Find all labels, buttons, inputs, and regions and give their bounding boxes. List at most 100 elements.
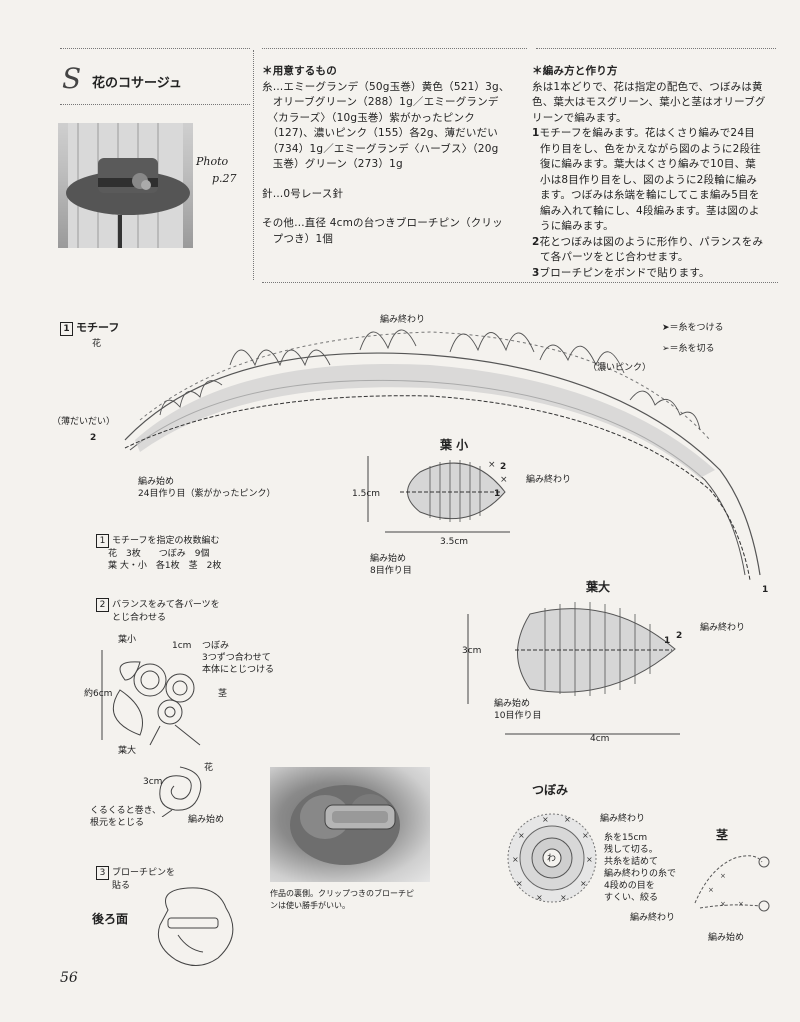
svg-text:×: × <box>518 831 525 840</box>
row-mark-2: 2 <box>90 432 96 444</box>
brooch-back-illustration <box>148 880 243 970</box>
size-3cm: 3cm <box>143 776 162 788</box>
leaf-small-start-note: 8目作り目 <box>370 565 412 577</box>
stem-end: 編み終わり <box>630 912 675 924</box>
hat-illustration <box>58 123 193 248</box>
leaf-small-mark-1: 1 <box>494 488 500 500</box>
motif-number: 1 <box>60 322 73 336</box>
svg-text:×: × <box>720 872 726 880</box>
materials-section: ＊用意するもの 糸…エミーグランデ（50g玉巻）黄色（521）3g、 オリーブグ… <box>262 64 532 247</box>
photo-caption-line: ンは使い勝手がいい。 <box>270 900 350 912</box>
svg-text:×: × <box>582 831 589 840</box>
other-line: その他…直径 4cmの台つきブローチピン（クリッ <box>262 216 532 232</box>
other-line: プつき）1個 <box>262 232 532 248</box>
svg-text:×: × <box>516 879 523 888</box>
hat-photo <box>58 123 193 248</box>
svg-text:×: × <box>586 855 593 864</box>
step-1: 1モチーフを編みます。花はくさり編みで24目 作り目をし、色をかえながら図のよう… <box>532 126 780 235</box>
step-text: 小は8目作り目をし、図のように2段輪に編み <box>532 173 780 189</box>
dark-pink-label: （濃いピンク） <box>588 362 651 374</box>
leaf-small-end: 編み終わり <box>526 474 571 486</box>
materials-line: （734）1g／エミーグランデ〈ハーブス〉（20g <box>262 142 532 158</box>
stem-title: 茎 <box>716 826 728 843</box>
step-text: 編み入れて輪にし、4段編みます。茎は図のよ <box>532 204 780 220</box>
needle-line: 針…0号レース針 <box>262 187 532 203</box>
instructions-intro: 糸は1本どりで、花は指定の配色で、つぼみは黄 <box>532 80 780 96</box>
leaf-small-title: 葉 小 <box>440 436 468 453</box>
leaf-small-callout: 葉小 <box>118 634 136 646</box>
step-text: 復に編みます。葉大はくさり編みで10目、葉 <box>532 157 780 173</box>
photo-label: Photo <box>196 155 228 168</box>
stem-start: 編み始め <box>708 932 744 944</box>
step-title: とじ合わせる <box>96 612 220 624</box>
width-label: 約6cm <box>84 688 112 700</box>
materials-line: 〈カラーズ〉（10g玉巻）紫がかったピンク <box>262 111 532 127</box>
leaf-large-title: 葉大 <box>586 578 610 595</box>
leaf-small-height: 1.5cm <box>352 488 380 500</box>
svg-text:×: × <box>536 893 543 902</box>
leaf-large-end: 編み終わり <box>700 622 745 634</box>
step-2: 2花とつぼみは図のように形作り、パランスをみ て各パーツをとじ合わせます。 <box>532 235 780 266</box>
bud-note-line: 残して切る。 <box>604 844 676 856</box>
bud-callout: つぼみ <box>202 640 229 652</box>
instructions-intro: リーンで編みます。 <box>532 111 780 127</box>
svg-text:×: × <box>488 460 496 470</box>
step-3: 3ブローチピンをボンドで貼ります。 <box>532 266 780 282</box>
motif-end-label: 編み終わり <box>380 314 425 326</box>
svg-text:×: × <box>720 900 726 908</box>
materials-line: （127)、濃いピンク（155）各2g、薄だいだい <box>262 126 532 142</box>
step-text: うに編みます。 <box>532 219 780 235</box>
leaf-large-start-note: 10目作り目 <box>494 710 541 722</box>
svg-text:×: × <box>560 893 567 902</box>
bud-note-line: 4段めの目を <box>604 880 676 892</box>
bud-note: 糸を15cm 残して切る。 共糸を詰めて 編み終わりの糸で 4段めの目を すくい… <box>604 832 676 904</box>
materials-line: オリーブグリーン（288）1g／エミーグランデ <box>262 95 532 111</box>
row-mark-1: 1 <box>762 584 768 596</box>
bud-end: 編み終わり <box>600 813 645 825</box>
step-number: 2 <box>532 236 540 248</box>
leaf-large-height: 3cm <box>462 645 481 657</box>
instructions-section: ＊編み方と作り方 糸は1本どりで、花は指定の配色で、つぼみは黄 色、葉大はモスグ… <box>532 64 780 281</box>
bud-chart: ××× ××× ×××× <box>502 800 612 910</box>
materials-heading: ＊用意するもの <box>262 64 532 80</box>
step-text: モチーフを編みます。花はくさり編みで24目 <box>540 127 755 139</box>
page-title: 花のコサージュ <box>92 72 182 91</box>
leaf-large-mark-1: 1 <box>664 635 670 647</box>
leaf-small-start: 編み始め <box>370 553 406 565</box>
svg-text:×: × <box>738 900 744 908</box>
roll-note: くるくると巻き、 <box>90 805 161 817</box>
motif-start-label: 編み始め <box>138 476 174 488</box>
brooch-back-photo <box>270 767 430 882</box>
leaf-large-width: 4cm <box>590 733 609 745</box>
instructions-heading: ＊編み方と作り方 <box>532 64 780 80</box>
bud-center: わ <box>547 853 556 865</box>
step-number: 1 <box>532 127 540 139</box>
brooch-back-image <box>270 767 430 882</box>
motif-start-note: 24目作り目（紫がかったピンク） <box>138 488 275 500</box>
step-number: 3 <box>532 267 540 279</box>
svg-text:×: × <box>708 886 714 894</box>
step-title: モチーフを指定の枚数編む <box>112 536 219 546</box>
bud-note-line: 糸を15cm <box>604 832 676 844</box>
light-orange-label: （薄だいだい） <box>52 416 115 428</box>
leaf-large-callout: 葉大 <box>118 745 136 757</box>
bud-title: つぼみ <box>532 781 568 798</box>
title-mark: S <box>62 62 81 95</box>
instructions-intro: 色、葉大はモスグリーン、葉小と茎はオリーブグ <box>532 95 780 111</box>
leaf-small-width: 3.5cm <box>440 536 468 548</box>
step-text: 作り目をし、色をかえながら図のように2段往 <box>532 142 780 158</box>
page-number: 56 <box>60 970 78 986</box>
materials-line: 糸…エミーグランデ（50g玉巻）黄色（521）3g、 <box>262 80 532 96</box>
step-title: バランスをみて各パーツを <box>112 600 220 610</box>
bud-note-line: 編み終わりの糸で <box>604 868 676 880</box>
size-1cm: 1cm <box>172 640 191 652</box>
step-number: 1 <box>96 534 109 548</box>
count-line: 葉 大・小 各1枚 茎 2枚 <box>96 560 221 572</box>
bud-note: 3つずつ合わせて <box>202 652 271 664</box>
step-text: て各パーツをとじ合わせます。 <box>532 250 780 266</box>
stem-callout: 茎 <box>218 688 227 700</box>
leaf-large-mark-2: 2 <box>676 630 682 642</box>
svg-text:×: × <box>500 475 508 485</box>
stem-chart: × × × × <box>690 848 780 928</box>
